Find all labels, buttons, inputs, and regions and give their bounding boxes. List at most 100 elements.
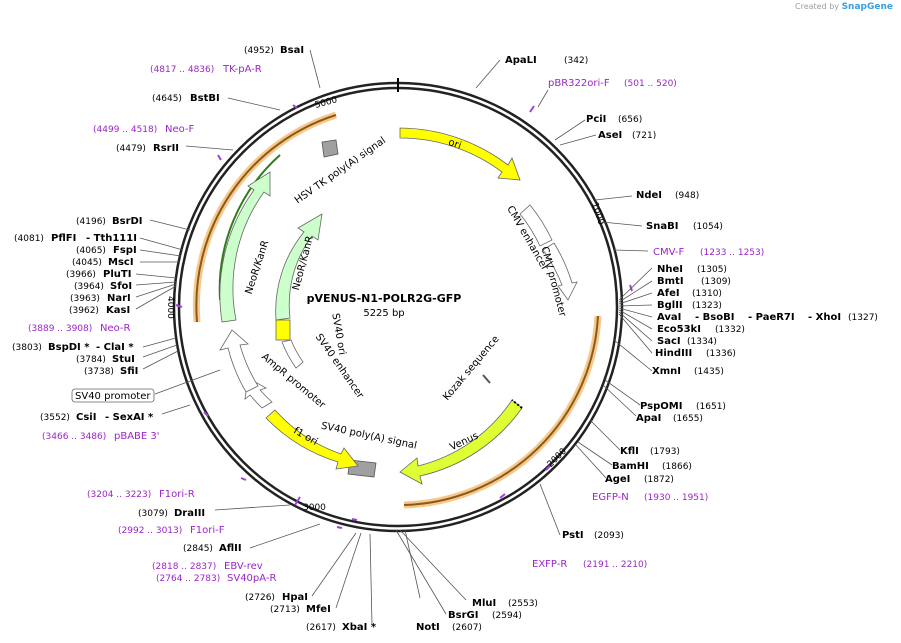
site-pos: (4045) (72, 258, 102, 268)
tick-label: 4000 (165, 296, 175, 319)
site-name: XbaI * (342, 622, 377, 633)
cds-arc-left-core (195, 114, 337, 323)
site-name: SfoI (110, 281, 132, 292)
primer-range: (2818 .. 2837) (152, 562, 216, 572)
leader-lines-right (395, 59, 653, 615)
site-name: HindIII (655, 348, 692, 359)
feature-hsv-tk-polya: HSV TK poly(A) signal (293, 135, 388, 206)
site-pos: (4196) (76, 217, 106, 227)
site-pos: (4479) (116, 144, 146, 154)
site-pos: (1793) (650, 447, 680, 457)
site-pos: (3963) (70, 294, 100, 304)
brand-name: SnapGene (841, 2, 893, 12)
site-name: KasI (106, 305, 130, 316)
site-name: - ClaI * (96, 342, 134, 353)
site-name: - SexAI * (105, 412, 154, 423)
feature-f1-ori: f1 ori (265, 409, 359, 470)
feature-sv40-polya: SV40 poly(A) signal (320, 421, 418, 478)
site-name: ApaLI (505, 55, 537, 66)
feature-label-sv40-polya: SV40 poly(A) signal (320, 421, 418, 452)
site-name: PstI (562, 530, 584, 541)
cds-arc-left-green (218, 154, 281, 301)
primer-name: CMV-F (653, 247, 684, 258)
site-name: AvaI (657, 312, 681, 323)
site-name: PflFI (51, 233, 76, 244)
site-pos: (1332) (715, 325, 745, 335)
site-pos: (3738) (84, 367, 114, 377)
site-pos: (1310) (692, 289, 722, 299)
sites-right: ApaLI (342) PciI (656) AseI (721) NdeI (… (416, 55, 878, 633)
site-pos: (1336) (706, 349, 736, 359)
site-name: SfiI (120, 366, 138, 377)
feature-label-hsv-tk: HSV TK poly(A) signal (293, 135, 388, 206)
site-name: MfeI (306, 604, 331, 615)
site-pos: (3079) (138, 509, 168, 519)
primer-range: (2764 .. 2783) (156, 574, 220, 584)
site-pos: (1323) (692, 301, 722, 311)
site-name: XmnI (652, 366, 681, 377)
site-name: Eco53kI (657, 324, 701, 335)
site-name: DraIII (174, 508, 205, 519)
site-pos: (1309) (701, 277, 731, 287)
site-name: SV40 promoter (75, 391, 151, 402)
site-name: BsrGI (448, 610, 478, 621)
primer-name: EBV-rev (224, 561, 263, 572)
site-pos: (2594) (492, 611, 522, 621)
site-name: AseI (598, 130, 622, 141)
site-pos: (948) (675, 191, 699, 201)
site-name: MscI (108, 257, 134, 268)
feature-ampr-promoter: AmpR promoter (244, 351, 328, 412)
site-pos: (2845) (183, 544, 213, 554)
feature-kozak: Kozak sequence (441, 334, 501, 403)
site-name: PluTI (103, 269, 131, 280)
site-pos: (1327) (848, 313, 878, 323)
site-name: SnaBI (646, 221, 678, 232)
site-name: NdeI (636, 190, 662, 201)
cds-arc-right-core (403, 315, 599, 506)
primer-range: (1930 .. 1951) (644, 493, 708, 503)
site-name: BstBI (190, 93, 220, 104)
site-pos: (2713) (270, 605, 300, 615)
site-pos: (656) (618, 115, 642, 125)
site-pos: (3964) (74, 282, 104, 292)
site-name: BsrDI (112, 216, 143, 227)
primer-range: (3466 .. 3486) (42, 432, 106, 442)
primer-labels: pBR322ori-F (501 .. 520) CMV-F (1233 .. … (28, 64, 764, 584)
site-name: BspDI * (48, 342, 90, 353)
primer-range: (2992 .. 3013) (118, 526, 182, 536)
site-pos: (1435) (694, 367, 724, 377)
site-name: HpaI (282, 592, 308, 603)
site-name: NotI (416, 622, 440, 633)
site-pos: (4081) (14, 234, 44, 244)
site-name: AfeI (657, 288, 680, 299)
site-pos: (1866) (662, 462, 692, 472)
feature-sv40-enhancer: SV40 enhancer (281, 332, 366, 401)
site-pos: (2617) (306, 623, 336, 633)
site-name: NheI (657, 264, 683, 275)
primer-range: (4499 .. 4518) (93, 125, 157, 135)
site-name: MluI (472, 598, 496, 609)
feature-ampr-outline (219, 329, 259, 393)
site-name: - Tth111I (86, 233, 137, 244)
site-pos: (2607) (452, 623, 482, 633)
site-name: ApaI (636, 413, 661, 424)
site-pos: (3962) (69, 306, 99, 316)
plasmid-length: 5225 bp (363, 308, 404, 319)
primer-range: (3889 .. 3908) (28, 324, 92, 334)
site-pos: (342) (564, 56, 588, 66)
site-pos: (1054) (693, 222, 723, 232)
site-name: BglII (657, 300, 683, 311)
site-name: StuI (112, 354, 135, 365)
site-pos: (2726) (245, 593, 275, 603)
site-name: AflII (219, 543, 242, 554)
primer-name: SV40pA-R (227, 573, 276, 584)
feature-ori: ori (399, 127, 521, 181)
site-name: - PaeR7I (748, 312, 795, 323)
site-name: SacI (657, 336, 681, 347)
primer-name: EXFP-R (532, 559, 567, 570)
site-pos: (1655) (673, 414, 703, 424)
snapgene-brand: Created by SnapGene (795, 2, 893, 12)
site-name: PciI (586, 114, 606, 125)
site-name: CsiI (76, 412, 96, 423)
site-name: RsrII (153, 143, 179, 154)
